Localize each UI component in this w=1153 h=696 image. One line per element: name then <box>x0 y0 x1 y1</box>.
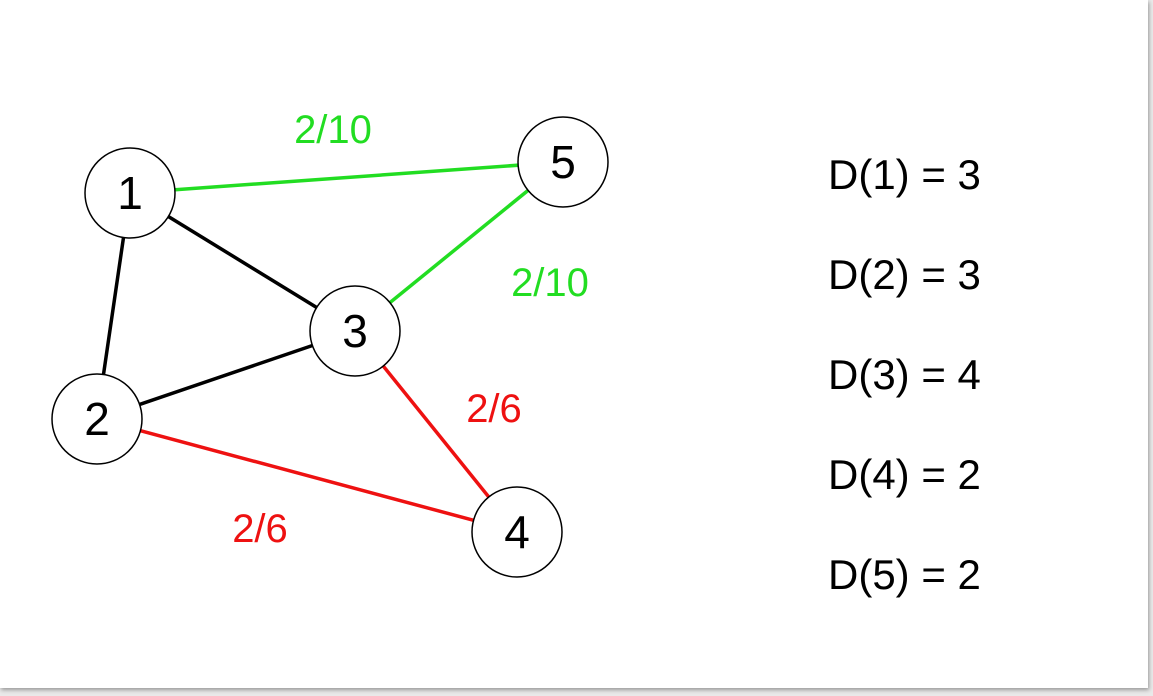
node-label-4: 4 <box>504 506 530 558</box>
degree-item-5: D(5) = 2 <box>828 551 981 598</box>
degree-item-1: D(1) = 3 <box>828 151 981 198</box>
node-5: 5 <box>517 116 609 208</box>
edge-2-4 <box>96 417 518 534</box>
edge-1-5 <box>129 160 564 195</box>
node-label-1: 1 <box>117 167 143 219</box>
edge-label-2-4: 2/6 <box>232 507 288 551</box>
degree-item-2: D(2) = 3 <box>828 251 981 298</box>
node-3: 3 <box>309 285 401 377</box>
edge-label-1-5: 2/10 <box>294 108 372 152</box>
node-label-3: 3 <box>342 305 368 357</box>
node-circle-2 <box>51 373 143 465</box>
node-circle-1 <box>84 147 176 239</box>
degree-list: D(1) = 3 D(2) = 3 D(3) = 4 D(4) = 2 D(5)… <box>828 125 981 625</box>
node-circle-3 <box>309 285 401 377</box>
node-1: 1 <box>84 147 176 239</box>
node-circle-4 <box>471 486 563 578</box>
node-4: 4 <box>471 486 563 578</box>
node-label-5: 5 <box>550 136 576 188</box>
degree-item-4: D(4) = 2 <box>828 451 981 498</box>
node-2: 2 <box>51 373 143 465</box>
edge-label-3-4: 2/6 <box>466 387 522 431</box>
node-label-2: 2 <box>84 393 110 445</box>
edge-label-5-3: 2/10 <box>511 261 589 305</box>
node-circle-5 <box>517 116 609 208</box>
degree-item-3: D(3) = 4 <box>828 351 981 398</box>
